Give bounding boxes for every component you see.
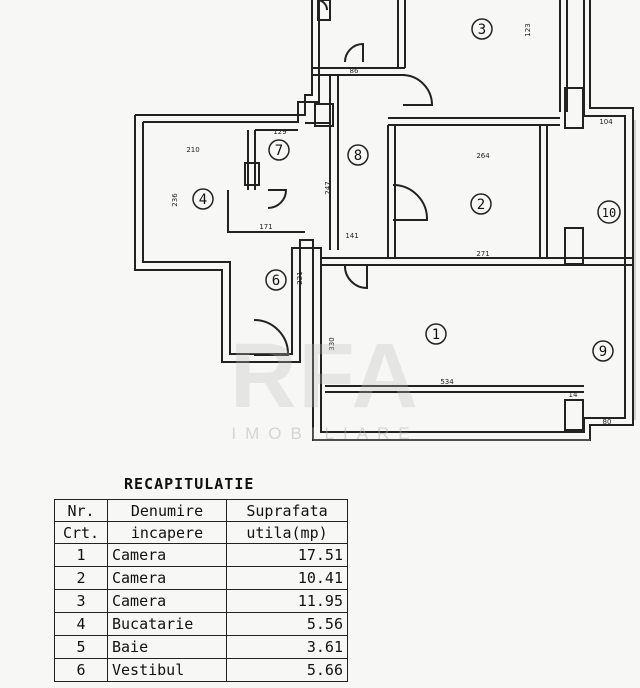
recap-title: RECAPITULATIE: [124, 475, 255, 493]
room-marker-10: 10: [597, 200, 621, 224]
door-swing: [343, 264, 368, 290]
header-incapere: incapere: [107, 521, 227, 544]
row-number: 2: [54, 566, 108, 590]
shaft: [564, 87, 584, 129]
room-label-10: 10: [602, 206, 616, 220]
dimension-label: 210: [186, 146, 199, 154]
shaft: [314, 103, 334, 127]
room-marker-2: 2: [470, 193, 492, 215]
dimension-label: 86: [350, 67, 359, 75]
recap-table: Nr. Denumire Suprafata Crt. incapere uti…: [54, 499, 348, 682]
room-marker-3: 3: [471, 18, 493, 40]
table-row: 1 Camera 17.51: [54, 543, 348, 567]
room-label-3: 3: [478, 22, 486, 38]
header-denumire: Denumire: [107, 499, 227, 522]
door-swing: [253, 319, 290, 356]
row-number: 1: [54, 543, 108, 567]
room-name: Bucatarie: [107, 612, 227, 636]
door-swing: [392, 184, 429, 221]
table-row: 6 Vestibul 5.66: [54, 658, 348, 682]
door-swing: [344, 42, 364, 63]
shaft: [317, 0, 331, 21]
room-area: 5.56: [226, 612, 348, 636]
table-header-row: Crt. incapere utila(mp): [54, 521, 348, 544]
dimension-label: 221: [296, 271, 304, 284]
room-label-8: 8: [354, 148, 362, 164]
floor-plan: 1 2 3 4 6 7 8 9 10 210 236 171 247 141 2…: [134, 0, 636, 441]
room-label-4: 4: [199, 192, 207, 208]
room-area: 10.41: [226, 566, 348, 590]
dimension-label: 171: [259, 223, 272, 231]
row-number: 3: [54, 589, 108, 613]
room-label-9: 9: [599, 344, 607, 360]
room-label-7: 7: [275, 143, 283, 159]
table-header-row: Nr. Denumire Suprafata: [54, 499, 348, 522]
room-area: 11.95: [226, 589, 348, 613]
row-number: 4: [54, 612, 108, 636]
room-name: Camera: [107, 589, 227, 613]
dimension-label: 534: [440, 378, 454, 386]
shaft: [564, 399, 584, 431]
room-area: 3.61: [226, 635, 348, 659]
header-utila: utila(mp): [226, 521, 348, 544]
dimension-label: 141: [345, 232, 358, 240]
door-swing: [267, 189, 288, 209]
inner-wall-line: [142, 0, 626, 433]
dimension-label: 271: [476, 250, 489, 258]
door-swing: [402, 74, 434, 106]
shaft: [564, 227, 584, 265]
door-swing: [316, 0, 328, 11]
table-row: 2 Camera 10.41: [54, 566, 348, 590]
dimension-label: 104: [599, 118, 613, 126]
room-area: 17.51: [226, 543, 348, 567]
row-number: 5: [54, 635, 108, 659]
room-label-1: 1: [432, 327, 440, 343]
outer-wall: [134, 0, 634, 441]
room-marker-8: 8: [347, 144, 369, 166]
table-row: 4 Bucatarie 5.56: [54, 612, 348, 636]
dimension-label: 236: [171, 193, 179, 207]
room-name: Vestibul: [107, 658, 227, 682]
room-marker-4: 4: [192, 188, 214, 210]
room-name: Baie: [107, 635, 227, 659]
table-row: 5 Baie 3.61: [54, 635, 348, 659]
dimension-label: 129: [273, 128, 286, 136]
table-row: 3 Camera 11.95: [54, 589, 348, 613]
room-name: Camera: [107, 543, 227, 567]
dimension-label: 264: [476, 152, 490, 160]
dimension-label: 247: [324, 181, 332, 194]
header-nr: Nr.: [54, 499, 108, 522]
room-label-2: 2: [477, 197, 485, 213]
room-area: 5.66: [226, 658, 348, 682]
dimension-label: 14: [569, 391, 578, 399]
room-name: Camera: [107, 566, 227, 590]
dimension-label: 330: [328, 337, 336, 350]
room-marker-1: 1: [425, 323, 447, 345]
room-label-6: 6: [272, 273, 280, 289]
room-marker-6: 6: [265, 269, 287, 291]
row-number: 6: [54, 658, 108, 682]
dimension-label: 123: [524, 23, 532, 36]
partition-wall: [227, 0, 633, 393]
shaft: [244, 162, 260, 186]
header-suprafata: Suprafata: [226, 499, 348, 522]
room-marker-7: 7: [268, 139, 290, 161]
dimension-label: 80: [603, 418, 612, 426]
header-crt: Crt.: [54, 521, 108, 544]
room-marker-9: 9: [592, 340, 614, 362]
